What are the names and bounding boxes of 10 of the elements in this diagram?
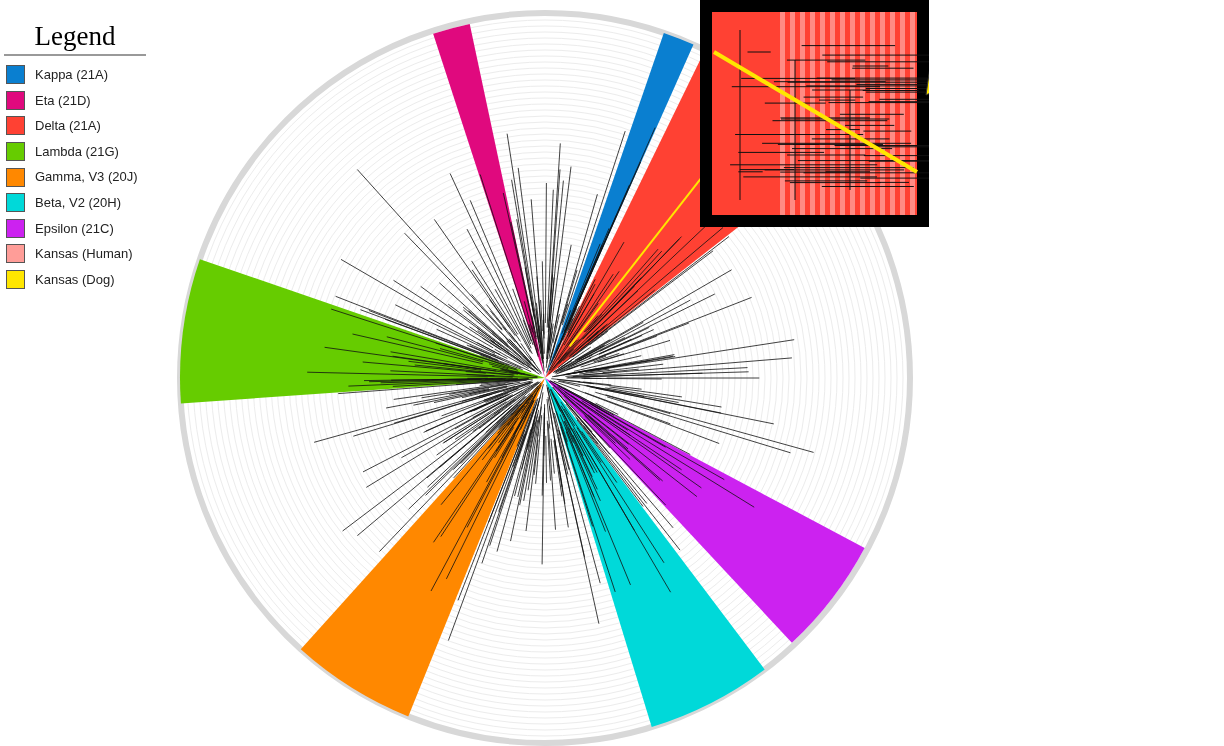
legend-label: Kansas (Human)	[35, 245, 133, 264]
legend-label: Beta, V2 (20H)	[35, 194, 121, 212]
legend-label: Kansas (Dog)	[35, 270, 115, 289]
legend-label: Eta (21D)	[35, 91, 91, 110]
legend-label: Gamma, V3 (20J)	[35, 168, 138, 187]
legend-label: Kappa (21A)	[35, 66, 108, 85]
legend-label: Epsilon (21C)	[35, 219, 114, 238]
legend-label: Delta (21A)	[35, 117, 101, 136]
legend-title: Legend	[34, 21, 116, 51]
legend-label: Lambda (21G)	[35, 142, 119, 161]
